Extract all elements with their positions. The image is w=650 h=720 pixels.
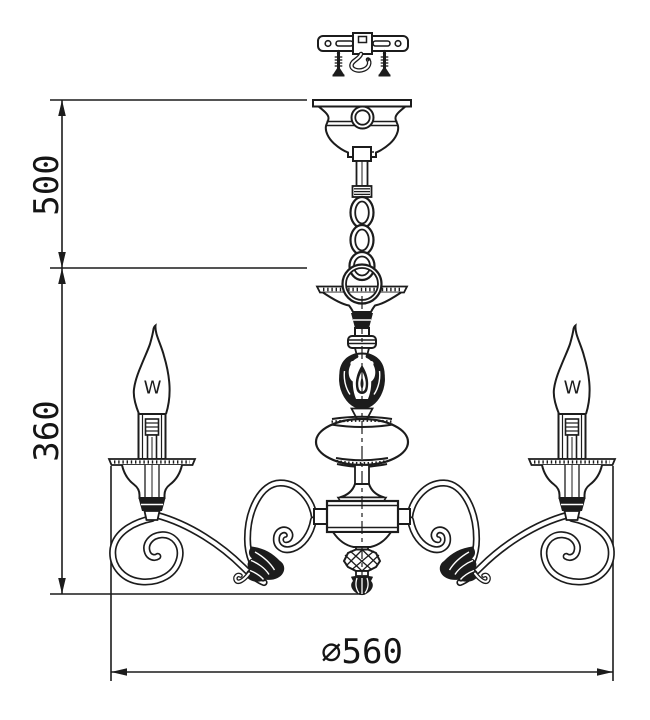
candle-assembly [107, 323, 197, 521]
bulb-filament-mark-right: W [564, 378, 582, 399]
arm-leaf-ornament [245, 546, 285, 582]
bulb-filament-mark-left: W [144, 378, 162, 399]
canopy-top-plate [312, 99, 412, 108]
central-column [313, 296, 411, 596]
dimension-label-diameter: ⌀560 [321, 632, 403, 672]
bottom-finial [351, 575, 373, 596]
mounting-screw-left [332, 49, 345, 77]
mounting-screw-right [378, 49, 391, 77]
ceiling-canopy [312, 99, 412, 162]
hanging-rod [351, 160, 373, 198]
crystal-ball [342, 548, 382, 572]
left-arm-scroll [109, 479, 319, 587]
ceiling-hook [349, 51, 372, 73]
ceiling-mount-bracket [317, 32, 409, 77]
dimension-label-500: 500 [27, 154, 67, 215]
dimension-label-360: 360 [27, 400, 67, 461]
dimension-lines: 500 360 ⌀560 [27, 99, 614, 681]
